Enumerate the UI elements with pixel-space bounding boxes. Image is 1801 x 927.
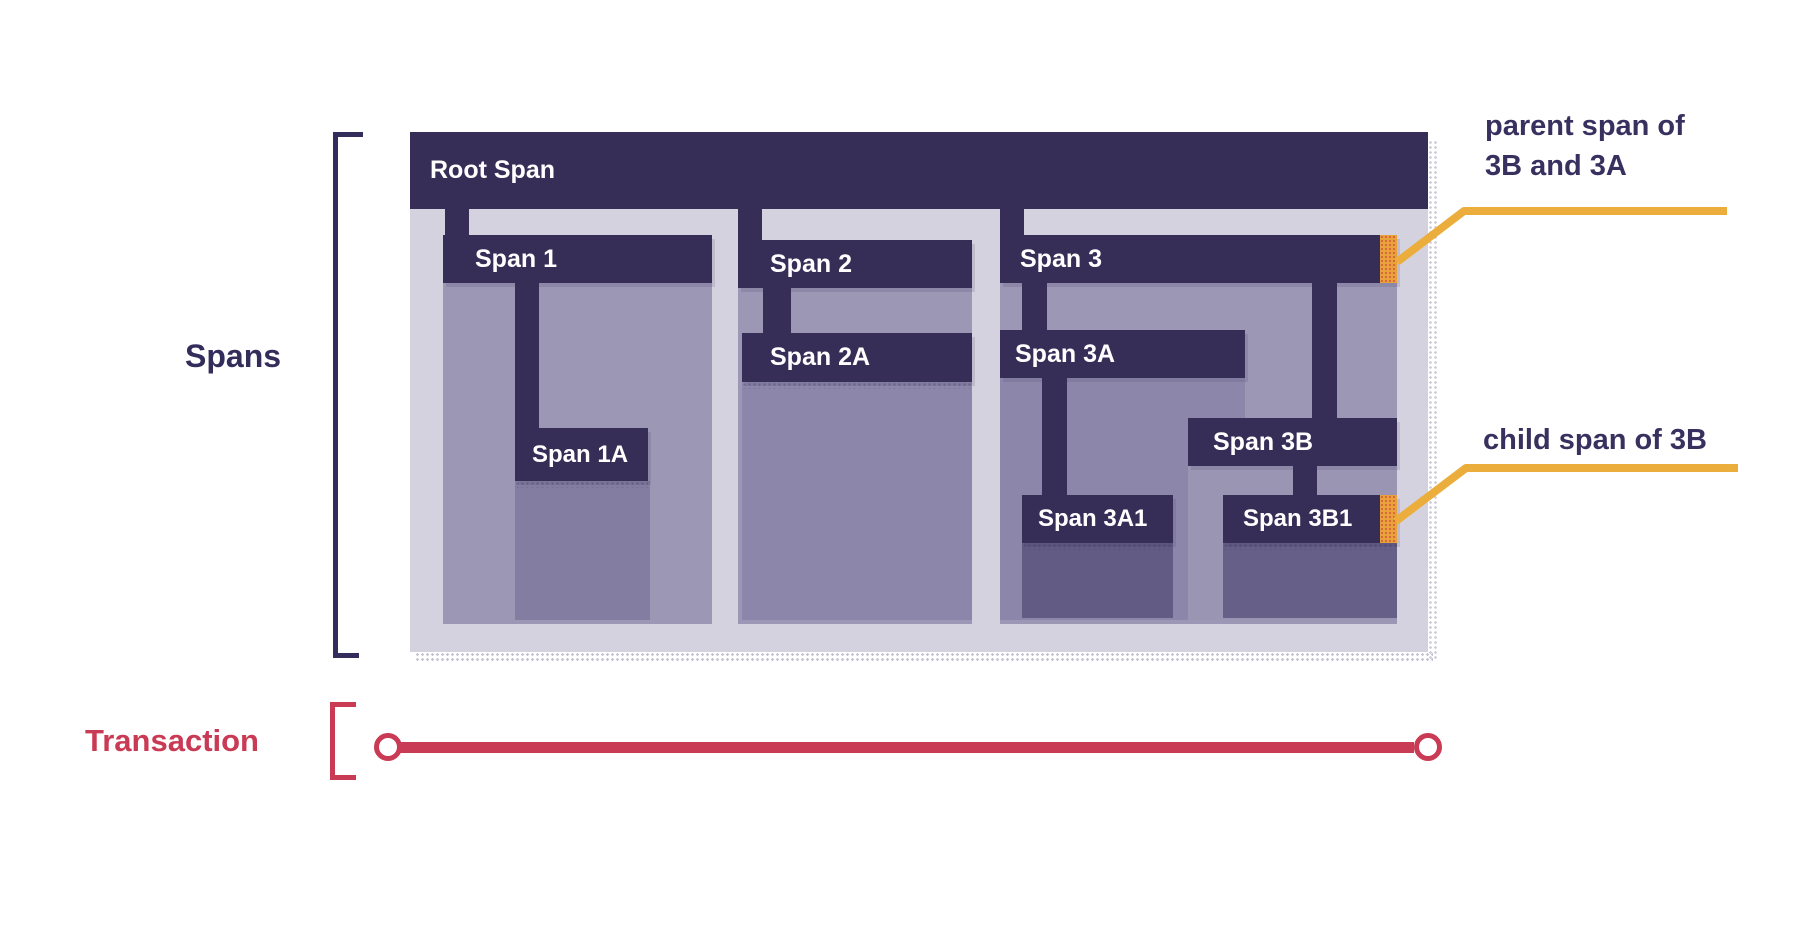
span-3a-bar: Span 3A <box>1000 330 1245 378</box>
span-3b1-duration-fill <box>1223 543 1397 618</box>
spans-bracket-bottom-tick <box>333 653 359 658</box>
root-span-label: Root Span <box>430 156 555 184</box>
child-callout-line <box>1393 464 1738 525</box>
span-1-to-1a-connector <box>515 283 539 428</box>
transaction-bracket-line <box>330 702 335 780</box>
span-3a-label: Span 3A <box>1015 339 1116 368</box>
span-3a1-bar: Span 3A1 <box>1022 495 1173 550</box>
span-3-to-3a-connector <box>1022 283 1047 330</box>
span-2a-bar: Span 2A <box>742 333 972 389</box>
root-to-span-3-connector <box>1000 209 1024 235</box>
parent-callout-line <box>1394 207 1727 266</box>
timeline-end-point <box>1414 733 1442 761</box>
root-span-bar: Root Span <box>410 132 1428 209</box>
span-3-bar: Span 3 <box>1000 235 1397 283</box>
transaction-axis-label: Transaction <box>85 723 259 758</box>
transaction-bracket-top-tick <box>330 702 356 707</box>
span-1-label: Span 1 <box>475 244 557 273</box>
child-span-annotation: child span of 3B <box>1483 424 1707 456</box>
span-1-bar: Span 1 <box>443 235 712 283</box>
span-waterfall-container: Root Span Span 1 Span 1A Span 2 Span 2A … <box>410 132 1437 661</box>
span-3b-label: Span 3B <box>1213 427 1314 456</box>
span-3-to-3b-connector <box>1312 283 1337 418</box>
transaction-bracket-bottom-tick <box>330 775 356 780</box>
span-2a-label: Span 2A <box>770 343 871 371</box>
span-1a-bar: Span 1A <box>515 428 648 488</box>
span-3b-bar: Span 3B <box>1188 418 1397 466</box>
span-2a-duration-fill <box>742 382 972 620</box>
timeline-start-point <box>374 733 402 761</box>
span-3a1-duration-fill <box>1022 543 1173 618</box>
span-3a-to-3a1-connector <box>1042 378 1067 495</box>
spans-bracket-line <box>333 132 338 658</box>
transaction-timeline <box>400 742 1414 753</box>
span-3a1-label: Span 3A1 <box>1038 505 1148 532</box>
parent-span-marker-icon <box>1380 235 1397 283</box>
spans-bracket-top-tick <box>333 132 363 137</box>
span-3b-to-3b1-connector <box>1293 466 1317 495</box>
parent-span-annotation: parent span of 3B and 3A <box>1485 106 1685 186</box>
root-to-span-2-connector <box>738 209 762 240</box>
span-1a-label: Span 1A <box>532 440 629 468</box>
spans-axis-label: Spans <box>185 338 282 374</box>
parent-span-annotation-line1: parent span of <box>1485 110 1685 142</box>
span-1a-duration-fill <box>515 481 650 620</box>
span-3-label: Span 3 <box>1020 244 1102 273</box>
child-span-marker-icon <box>1380 495 1397 543</box>
span-2-to-2a-connector <box>763 288 791 333</box>
parent-span-annotation-line2: 3B and 3A <box>1485 150 1627 182</box>
span-3b1-bar: Span 3B1 <box>1223 495 1397 550</box>
span-2-label: Span 2 <box>770 249 852 278</box>
span-3b1-label: Span 3B1 <box>1243 505 1353 532</box>
root-to-span-1-connector <box>445 209 469 235</box>
span-2-bar: Span 2 <box>738 240 972 288</box>
